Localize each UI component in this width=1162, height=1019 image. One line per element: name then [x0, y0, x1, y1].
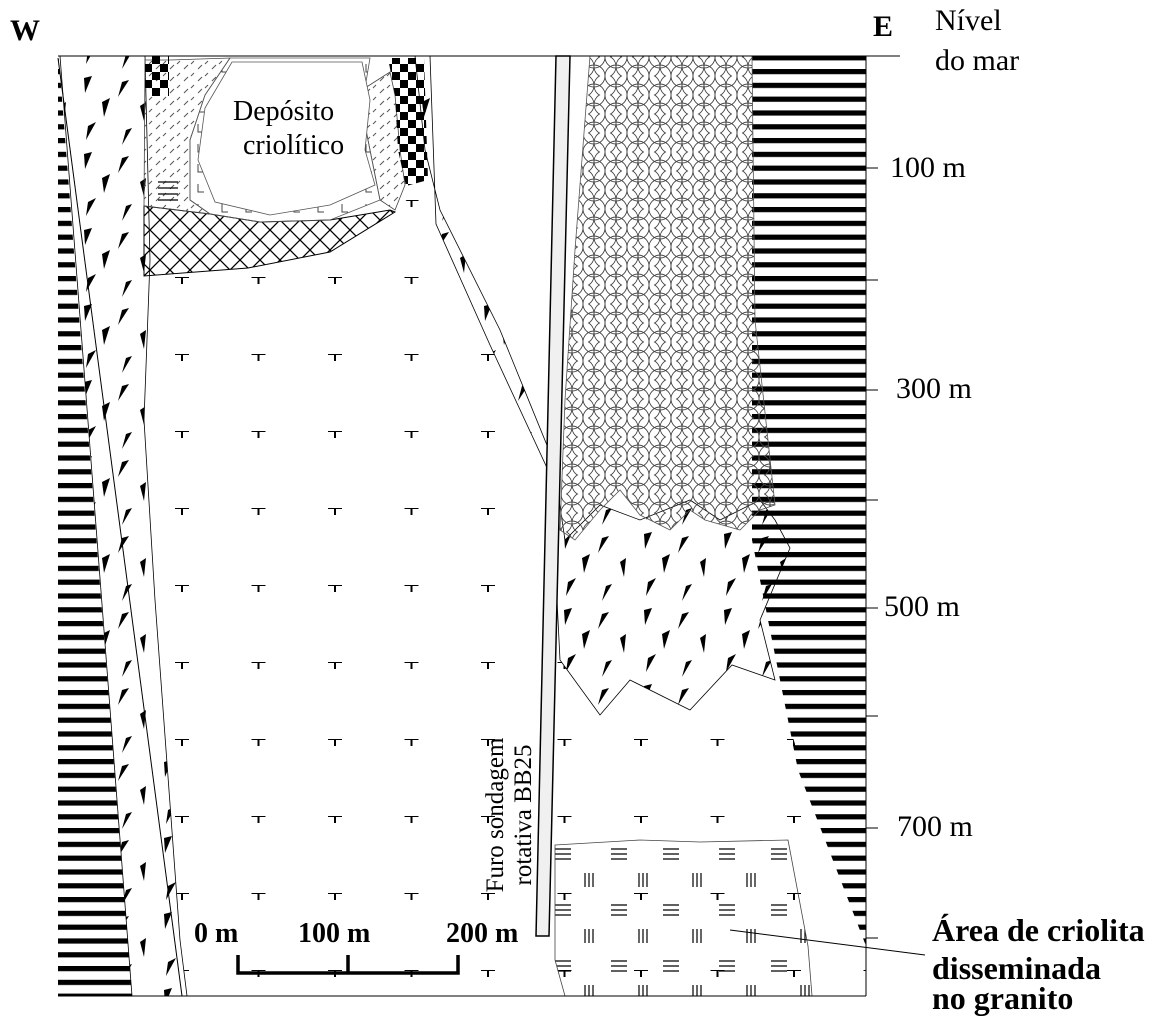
west-boundary: [57, 57, 183, 997]
sea-level-label-line2: do mar: [935, 44, 1020, 77]
borehole-label: Furo sondagem rotativa BB25: [482, 738, 538, 893]
depth-label-500: 500 m: [884, 590, 960, 623]
pegmatite-body: [559, 55, 776, 541]
disseminated-cryolite-zone: [554, 839, 813, 997]
scale-bar: [236, 955, 460, 975]
annotation-line1: Área de criolita: [932, 912, 1145, 948]
east-host-rock: [752, 56, 866, 946]
depth-label-300: 300 m: [896, 372, 972, 405]
small-lines-block: [158, 181, 178, 201]
scale-label-100: 100 m: [298, 918, 371, 949]
scale-label-0: 0 m: [194, 918, 239, 949]
depth-label-100: 100 m: [890, 151, 966, 184]
depth-label-700: 700 m: [897, 810, 973, 843]
deposit-label-line2: criolítico: [243, 130, 345, 161]
annotation-leader: [729, 929, 926, 956]
depth-ticks: [866, 167, 878, 939]
borehole-label-line1: Furo sondagem: [482, 737, 509, 893]
east-label: E: [873, 10, 894, 43]
checker-block-right: [388, 58, 428, 186]
granite-body: [144, 180, 866, 996]
annotation-line2: disseminada: [932, 950, 1101, 986]
sea-level-label-line1: Nível: [935, 4, 1002, 37]
deposit-label-line1: Depósito: [233, 96, 335, 127]
borehole-label-line2: rotativa BB25: [510, 744, 537, 886]
scale-label-200: 200 m: [446, 918, 519, 949]
annotation-line3: no granito: [932, 980, 1074, 1016]
west-host-rock: [58, 58, 132, 996]
west-label: W: [10, 14, 40, 47]
cryolite-deposit: [197, 61, 376, 216]
checker-block-left: [145, 56, 169, 96]
